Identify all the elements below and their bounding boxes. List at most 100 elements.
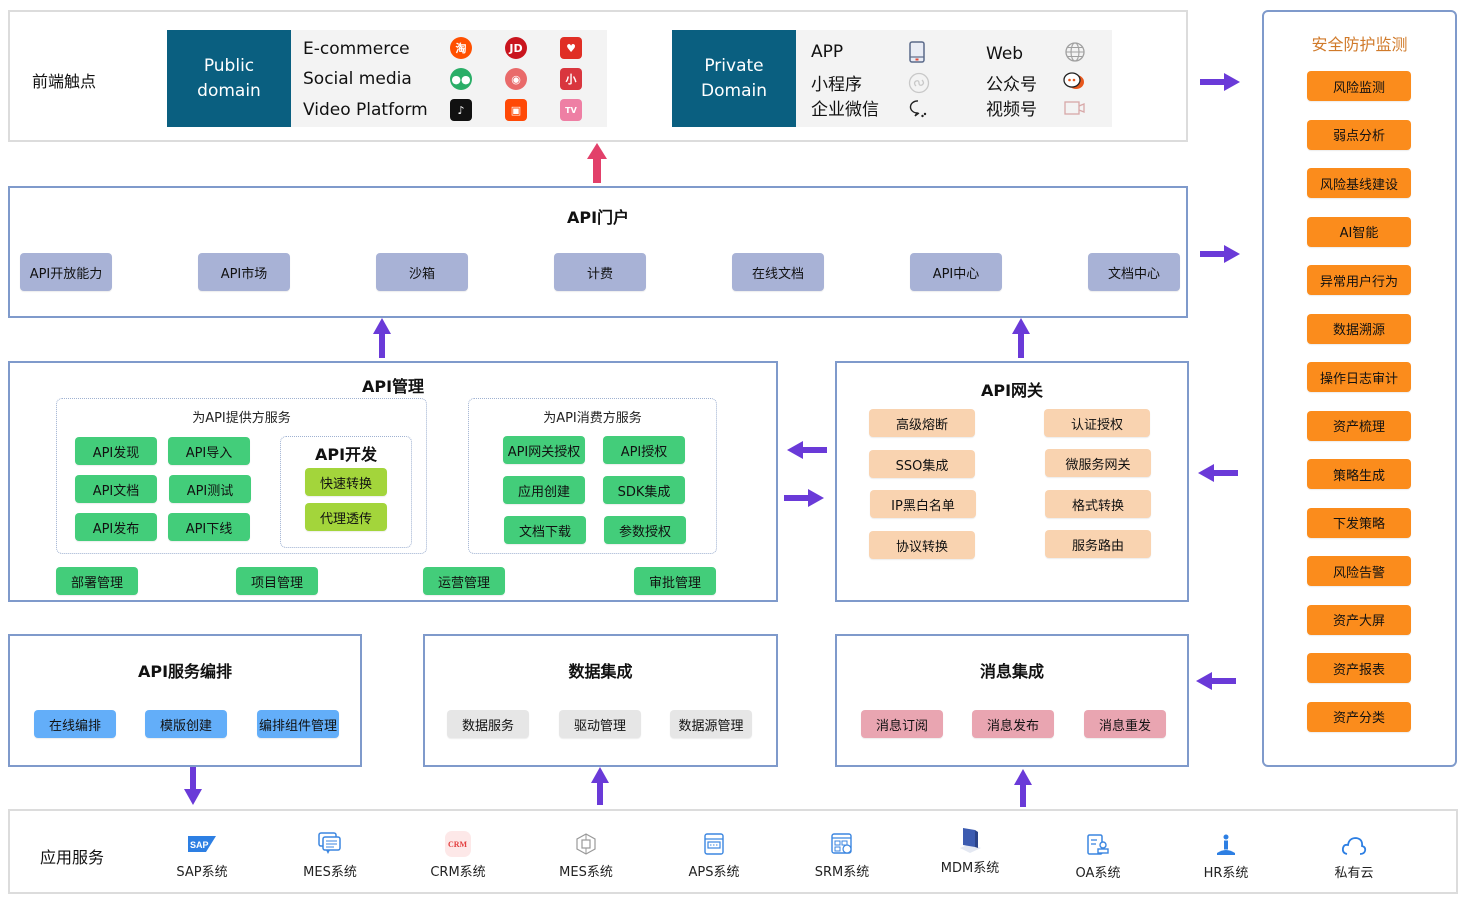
public-row-label: E-commerce bbox=[303, 39, 410, 59]
provider-item[interactable]: API发布 bbox=[75, 513, 157, 541]
provider-item[interactable]: API下线 bbox=[168, 513, 250, 541]
orchestration-panel: API服务编排 在线编排 模版创建 编排组件管理 bbox=[8, 634, 362, 767]
consumer-item[interactable]: 文档下载 bbox=[504, 516, 586, 544]
provider-services-group: 为API提供方服务 API发现 API导入 API文档 API测试 API发布 … bbox=[56, 398, 427, 554]
portal-item[interactable]: 沙箱 bbox=[376, 253, 468, 291]
security-item[interactable]: 操作日志审计 bbox=[1307, 362, 1411, 392]
management-bottom-item[interactable]: 运营管理 bbox=[423, 567, 505, 595]
api-dev-item[interactable]: 代理透传 bbox=[305, 503, 387, 531]
data-integration-title: 数据集成 bbox=[568, 662, 633, 681]
security-item[interactable]: 策略生成 bbox=[1307, 459, 1411, 489]
data-integration-item[interactable]: 数据源管理 bbox=[670, 710, 752, 738]
portal-item[interactable]: API开放能力 bbox=[20, 253, 112, 291]
xiaohongshu-icon: 小 bbox=[560, 68, 582, 90]
arrow-up-mgmt-to-portal bbox=[373, 318, 391, 358]
portal-item[interactable]: 文档中心 bbox=[1088, 253, 1180, 291]
security-item[interactable]: 异常用户行为 bbox=[1307, 265, 1411, 295]
api-dev-group: API开发 快速转换 代理透传 bbox=[280, 436, 412, 548]
jd-icon: JD bbox=[505, 37, 527, 59]
app-item-hr[interactable]: HR系统 bbox=[1176, 830, 1276, 881]
message-integration-item[interactable]: 消息重发 bbox=[1084, 710, 1166, 738]
api-dev-title: API开发 bbox=[314, 445, 378, 464]
security-item[interactable]: 资产报表 bbox=[1307, 653, 1411, 683]
app-item-srm[interactable]: SRM系统 bbox=[792, 829, 892, 880]
public-row-label: Video Platform bbox=[303, 100, 428, 120]
message-integration-item[interactable]: 消息订阅 bbox=[861, 710, 943, 738]
taobao-icon: 淘 bbox=[450, 37, 472, 59]
gateway-item[interactable]: 协议转换 bbox=[869, 531, 975, 559]
crm-text: CRM bbox=[448, 840, 468, 849]
app-item-private-cloud[interactable]: 私有云 bbox=[1304, 830, 1404, 881]
security-item[interactable]: 下发策略 bbox=[1307, 507, 1411, 538]
gateway-item[interactable]: 格式转换 bbox=[1045, 490, 1151, 518]
app-item-aps[interactable]: APS系统 bbox=[664, 829, 764, 880]
app-item-crm[interactable]: CRM CRM系统 bbox=[408, 829, 508, 880]
security-title: 安全防护监测 bbox=[1311, 35, 1408, 54]
data-integration-item[interactable]: 数据服务 bbox=[447, 710, 529, 738]
app-item-sap[interactable]: SAP SAP系统 bbox=[152, 829, 252, 880]
portal-item[interactable]: API市场 bbox=[198, 253, 290, 291]
orchestration-item[interactable]: 编排组件管理 bbox=[257, 710, 339, 738]
app-item-mdm[interactable]: MDM系统 bbox=[920, 825, 1020, 876]
globe-icon bbox=[1065, 42, 1085, 62]
app-item-mes[interactable]: MES系统 bbox=[280, 829, 380, 880]
kuaishou-icon: ▣ bbox=[505, 99, 527, 121]
app-label: APS系统 bbox=[688, 865, 740, 880]
private-domain-list: APP 小程序 企业微信 Web 公众号 视频号 bbox=[796, 30, 1112, 127]
portal-item[interactable]: 计费 bbox=[554, 253, 646, 291]
api-dev-item[interactable]: 快速转换 bbox=[305, 468, 387, 496]
portal-item[interactable]: 在线文档 bbox=[732, 253, 824, 291]
consumer-item[interactable]: API授权 bbox=[603, 436, 685, 464]
orchestration-item[interactable]: 模版创建 bbox=[145, 710, 227, 738]
security-item[interactable]: 资产大屏 bbox=[1307, 604, 1411, 635]
management-bottom-item[interactable]: 部署管理 bbox=[56, 567, 138, 595]
app-services-label: 应用服务 bbox=[40, 848, 105, 867]
gateway-item[interactable]: IP黑白名单 bbox=[870, 490, 976, 518]
api-management-title: API管理 bbox=[361, 377, 425, 396]
sap-text: SAP bbox=[190, 840, 209, 850]
bilibili-icon: TV bbox=[560, 99, 582, 121]
api-gateway-panel: API网关 高级熔断 SSO集成 IP黑白名单 协议转换 认证授权 微服务网关 … bbox=[835, 361, 1189, 602]
provider-item[interactable]: API文档 bbox=[75, 475, 157, 503]
app-item-mes-2[interactable]: MES系统 bbox=[536, 829, 636, 880]
provider-item[interactable]: API发现 bbox=[75, 437, 157, 465]
security-item[interactable]: 风险监测 bbox=[1307, 71, 1411, 101]
arrow-up-pink bbox=[587, 143, 607, 183]
management-bottom-item[interactable]: 项目管理 bbox=[236, 567, 318, 595]
app-item-oa[interactable]: OA系统 bbox=[1048, 830, 1148, 881]
management-bottom-item[interactable]: 审批管理 bbox=[634, 567, 716, 595]
gateway-item[interactable]: SSO集成 bbox=[869, 450, 975, 478]
data-integration-item[interactable]: 驱动管理 bbox=[559, 710, 641, 738]
app-label: MES系统 bbox=[303, 865, 357, 880]
security-item[interactable]: 弱点分析 bbox=[1307, 119, 1411, 150]
private-item-label: 视频号 bbox=[986, 100, 1037, 120]
security-item[interactable]: 风险告警 bbox=[1307, 556, 1411, 586]
private-title-1: Private bbox=[704, 55, 764, 76]
provider-item[interactable]: API测试 bbox=[169, 475, 251, 503]
official-account-icon bbox=[1063, 72, 1084, 89]
app-label: MES系统 bbox=[559, 865, 613, 880]
security-item[interactable]: 数据溯源 bbox=[1307, 313, 1411, 344]
gateway-item[interactable]: 认证授权 bbox=[1044, 409, 1150, 437]
gateway-item[interactable]: 微服务网关 bbox=[1045, 449, 1151, 477]
consumer-services-title: 为API消费方服务 bbox=[543, 411, 642, 426]
orchestration-item[interactable]: 在线编排 bbox=[34, 710, 116, 738]
consumer-item[interactable]: 参数授权 bbox=[604, 516, 686, 544]
gateway-item[interactable]: 服务路由 bbox=[1045, 530, 1151, 558]
private-item-label: APP bbox=[811, 42, 844, 62]
gateway-item[interactable]: 高级熔断 bbox=[869, 409, 975, 437]
portal-item[interactable]: API中心 bbox=[910, 253, 1002, 291]
security-item[interactable]: 风险基线建设 bbox=[1307, 168, 1411, 198]
security-item[interactable]: AI智能 bbox=[1307, 216, 1411, 247]
sap-logo-icon: SAP bbox=[188, 836, 216, 852]
security-item[interactable]: 资产梳理 bbox=[1307, 410, 1411, 441]
consumer-item[interactable]: API网关授权 bbox=[503, 436, 585, 464]
provider-item[interactable]: API导入 bbox=[168, 437, 250, 465]
message-integration-item[interactable]: 消息发布 bbox=[972, 710, 1054, 738]
consumer-item[interactable]: 应用创建 bbox=[503, 476, 585, 504]
security-item[interactable]: 资产分类 bbox=[1307, 701, 1411, 732]
consumer-item[interactable]: SDK集成 bbox=[603, 476, 685, 504]
pinduoduo-heart-icon: ♥ bbox=[560, 37, 582, 59]
